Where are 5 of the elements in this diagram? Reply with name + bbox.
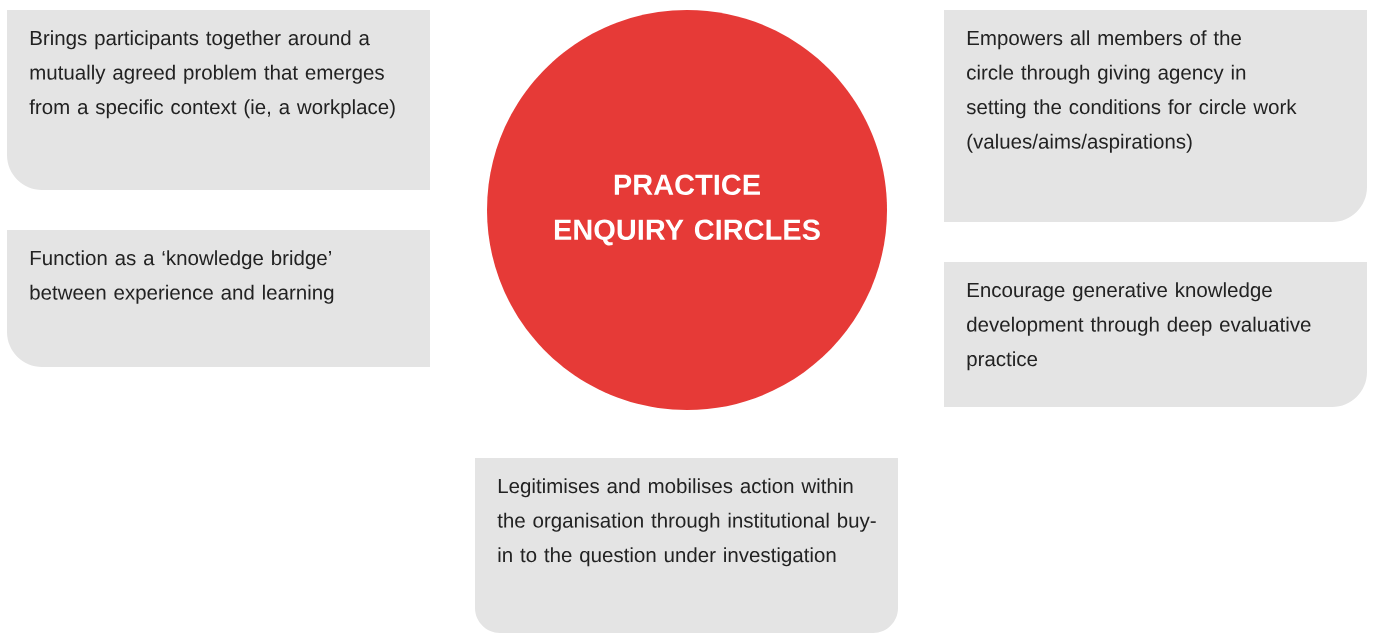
text-box: Encourage generative knowledge development through deep evaluative practice [944, 262, 1367, 407]
text-box: Empowers all members of the circle through giving agency in setting the conditions for circle work (values/aims/aspirations) [944, 10, 1367, 222]
text-box: Brings participants together around a mutually agreed problem that emerges from a specific context (ie, a workplace) [7, 10, 430, 190]
text-box: Function as a ‘knowledge bridge’ between experience and learning [7, 230, 430, 367]
text-box: Legitimises and mobilises action within the organisation through institutional buy-in to the question under investigation [475, 458, 898, 633]
